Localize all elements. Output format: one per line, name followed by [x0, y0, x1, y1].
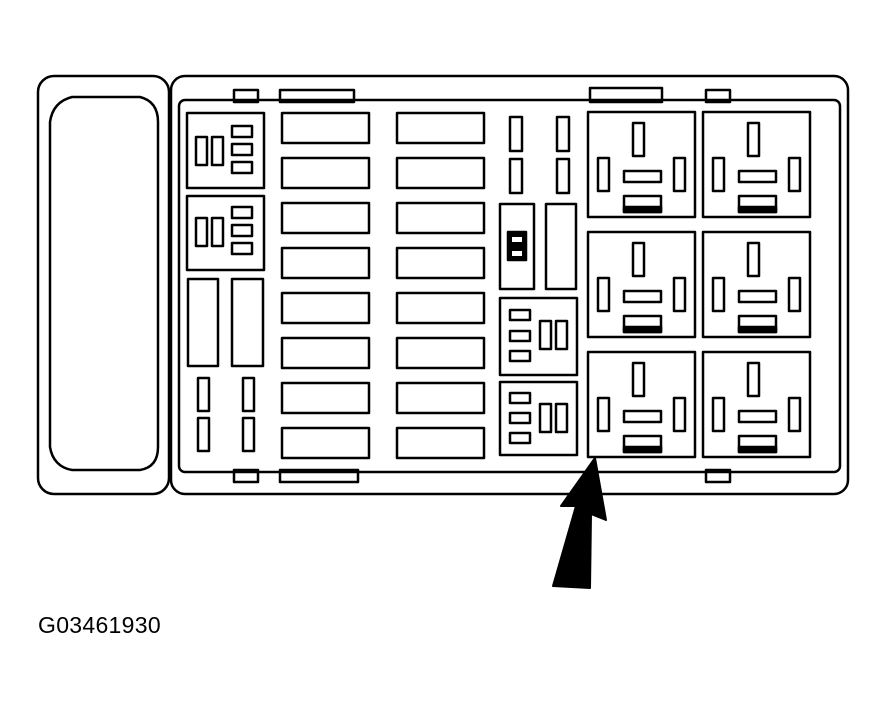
maxi-fuse-slot [395, 426, 486, 460]
maxi-fuse-column-2 [395, 111, 486, 460]
maxi-fuse-slot [395, 291, 486, 325]
maxi-fuse-slot [280, 291, 371, 325]
mini-fuse-block-1 [185, 111, 266, 190]
maxi-fuse-column-1 [280, 111, 371, 460]
maxi-fuse-slot [280, 246, 371, 280]
relay [701, 110, 812, 219]
figure-id: G03461930 [38, 612, 161, 638]
small-relay-2 [498, 380, 579, 457]
relay [586, 110, 697, 219]
maxi-fuse-slot [395, 201, 486, 235]
pointer-arrow [552, 457, 607, 589]
box-cover [36, 74, 171, 496]
maxi-fuse-slot [280, 336, 371, 370]
relay [701, 350, 812, 459]
mini-fuse-block-2 [185, 194, 266, 272]
maxi-fuse-slot [280, 381, 371, 415]
maxi-fuse-slot [395, 111, 486, 145]
maxi-fuse-slot [280, 111, 371, 145]
relay [701, 230, 812, 339]
relay [586, 230, 697, 339]
narrow-fuse-column [498, 115, 578, 291]
maxi-fuse-slot [395, 336, 486, 370]
installed-fuse [506, 230, 528, 262]
relay-grid [586, 110, 812, 459]
box-housing [169, 74, 850, 496]
maxi-fuse-slot [395, 246, 486, 280]
maxi-fuse-slot [280, 156, 371, 190]
maxi-fuse-slot [395, 156, 486, 190]
maxi-fuse-slot [280, 426, 371, 460]
maxi-fuse-slot [395, 381, 486, 415]
large-fuse-slots-left [186, 277, 265, 453]
relay [586, 350, 697, 459]
small-relay-1 [498, 296, 579, 377]
maxi-fuse-slot [280, 201, 371, 235]
